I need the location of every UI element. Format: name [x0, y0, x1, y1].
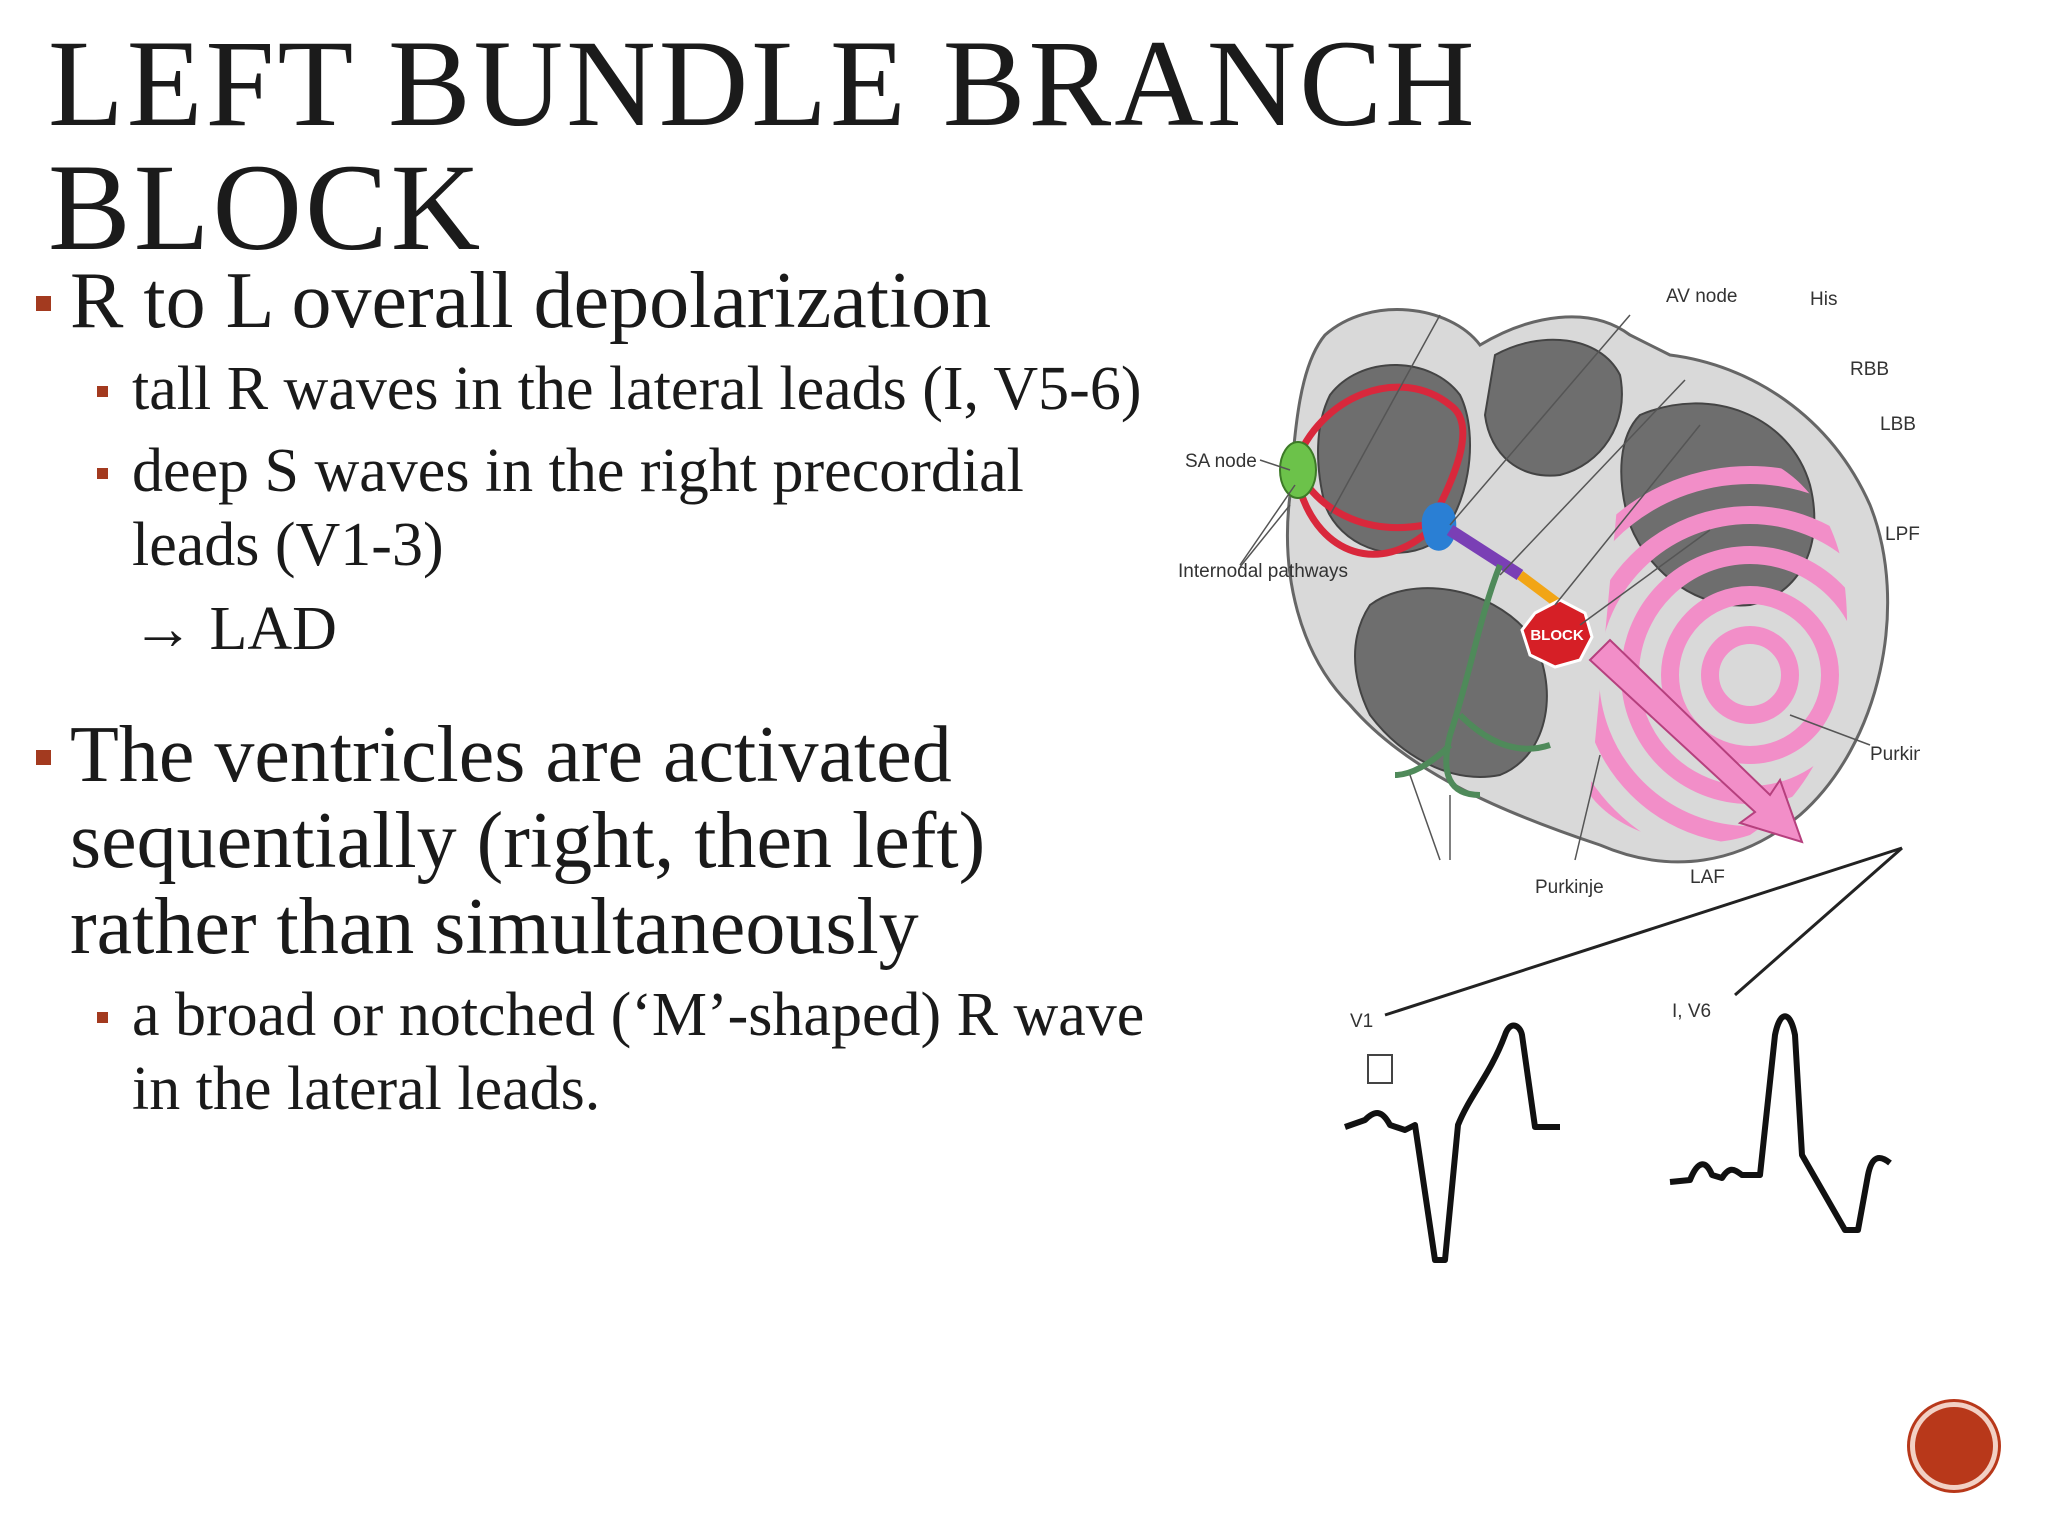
bullet-2: The ventricles are activated sequentiall… [30, 712, 1160, 970]
bullet-1-text: R to L overall depolarization [70, 257, 992, 345]
lead-arrows [1384, 846, 1903, 1017]
sub-bullet-marker-icon [97, 386, 108, 397]
sa-node [1279, 441, 1317, 499]
ecg-trace-v1 [1344, 1022, 1560, 1263]
i-v6-label: I, V6 [1672, 1001, 1711, 1022]
purkinje-right-label: Purkinje [1870, 744, 1920, 765]
purkinje-bottom-label: Purkinje [1535, 877, 1604, 898]
sub-bullet-2-1: a broad or notched (‘M’-shaped) R wave i… [30, 978, 1160, 1126]
sub-bullet-1-1: tall R waves in the lateral leads (I, V5… [30, 352, 1160, 426]
leader-lines [1239, 314, 1871, 861]
heart-diagram: BLOCK AV node His RBB LBB [1178, 286, 1920, 1263]
lbb [1517, 571, 1563, 609]
sa-node-label: SA node [1185, 451, 1257, 472]
sub-bullet-2-1-text: a broad or notched (‘M’-shaped) R wave i… [132, 981, 1145, 1123]
rbb-label: RBB [1850, 359, 1889, 380]
depolarization-arrow [1588, 638, 1804, 844]
lbbb-conduction-figure: BLOCK AV node His RBB LBB [1150, 275, 1920, 1290]
his-label: His [1810, 289, 1837, 310]
lbb-label: LBB [1880, 414, 1916, 435]
sub-bullet-1-2: deep S waves in the right precordial lea… [30, 434, 1160, 582]
next-slide-button[interactable] [1910, 1402, 1998, 1490]
sub-bullet-1-1-text: tall R waves in the lateral leads (I, V5… [132, 355, 1142, 423]
bullet-list: R to L overall depolarization tall R wav… [30, 258, 1160, 1126]
block-sign-icon [1520, 598, 1594, 669]
av-node-label: AV node [1666, 286, 1737, 307]
bullet-1: R to L overall depolarization [30, 258, 1160, 344]
bullet-marker-icon [36, 296, 51, 311]
bullet-marker-icon [36, 750, 51, 765]
v1-label: V1 [1350, 1011, 1373, 1032]
bullet-2-text: The ventricles are activated sequentiall… [70, 711, 986, 971]
slide-title: LEFT BUNDLE BRANCH BLOCK [48, 15, 1478, 276]
right-ventricle [1354, 587, 1548, 778]
ecg-trace-i-v6 [1669, 1013, 1892, 1233]
lad-conclusion: → LAD [132, 595, 337, 663]
left-atrium [1483, 338, 1623, 477]
placeholder-box-icon [1367, 1054, 1393, 1084]
av-node [1421, 502, 1457, 551]
his-bundle [1446, 524, 1524, 581]
rbb-purkinje [1394, 563, 1551, 798]
lpf-label: LPF [1885, 524, 1920, 545]
laf-label: LAF [1690, 867, 1725, 888]
sub-bullet-marker-icon [97, 1012, 108, 1023]
block-label: BLOCK [1530, 627, 1583, 644]
sub-bullet-1-2-text: deep S waves in the right precordial lea… [132, 437, 1024, 579]
sub-bullet-marker-icon [97, 468, 108, 479]
internodal-label: Internodal pathways [1178, 561, 1348, 582]
